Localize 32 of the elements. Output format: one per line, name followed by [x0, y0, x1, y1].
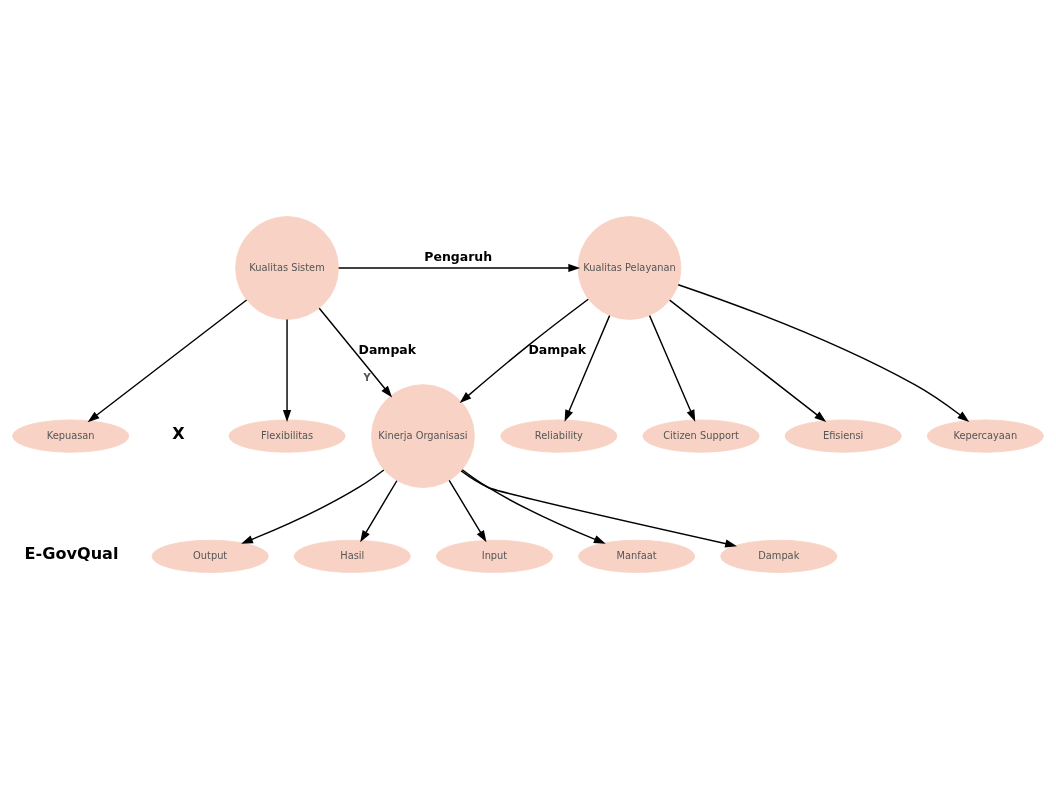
- node-ellipse: Reliability: [500, 419, 618, 453]
- edge-label: Pengaruh: [424, 249, 493, 265]
- node-circle: Kualitas Pelayanan: [577, 216, 682, 320]
- node-ellipse: Output: [151, 539, 269, 573]
- arrow: [360, 480, 398, 543]
- node-label: Y: [363, 371, 371, 383]
- node-ellipse: Efisiensi: [784, 419, 902, 453]
- node-ellipse: Hasil: [293, 539, 411, 573]
- node-ellipse: Kepuasan: [12, 419, 130, 453]
- node-ellipse: Flexibilitas: [228, 419, 346, 453]
- arrow: [648, 314, 696, 422]
- arrow: [448, 479, 487, 543]
- arrow: [87, 299, 248, 423]
- arrow: [668, 299, 827, 422]
- node-ellipse: Input: [435, 539, 554, 573]
- arrow: [461, 469, 606, 544]
- edge-label: Dampak: [528, 342, 586, 358]
- node-circle: Kualitas Sistem: [235, 216, 339, 320]
- edge-label: Dampak: [358, 342, 417, 358]
- arrow: [337, 263, 581, 273]
- node-ellipse: Citizen Support: [642, 419, 760, 453]
- arrow: [241, 469, 385, 544]
- arrow: [318, 307, 393, 398]
- label: X: [172, 424, 185, 444]
- node-ellipse: Manfaat: [578, 539, 696, 573]
- arrow: [564, 314, 611, 422]
- arrow: [460, 470, 737, 548]
- arrow: [677, 284, 970, 422]
- label: E-GovQual: [24, 544, 119, 564]
- arrow: [282, 318, 292, 422]
- node-ellipse: Kepercayaan: [926, 419, 1044, 453]
- arrow: [459, 298, 589, 403]
